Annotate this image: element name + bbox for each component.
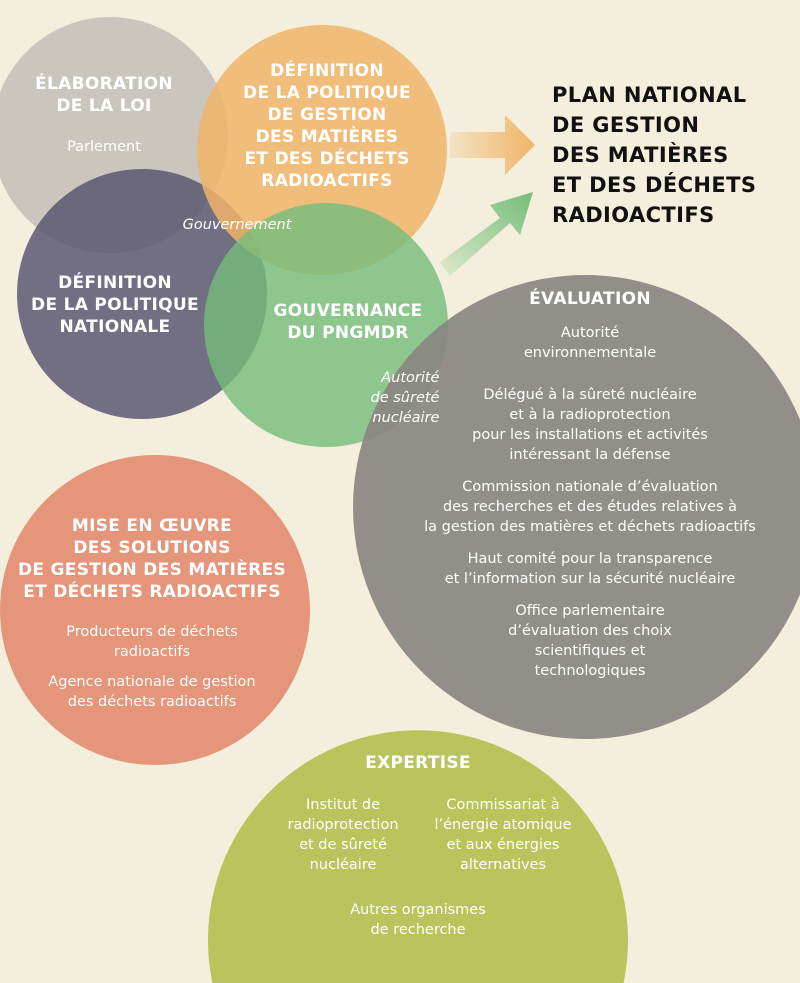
- line: environnementale: [523, 345, 657, 361]
- line: Autres organismes: [350, 902, 486, 918]
- line: ET DES DÉCHETS: [244, 149, 410, 169]
- line: Institut de: [305, 797, 381, 813]
- line: des déchets radioactifs: [67, 694, 237, 710]
- mise-en-oeuvre-actors: Producteurs de déchets radioactifs Agenc…: [48, 622, 255, 712]
- gouvernement-label: Gouvernement: [182, 217, 292, 233]
- line: GOUVERNANCE: [273, 301, 423, 321]
- evaluation-actor: Autorité environnementale: [424, 323, 756, 363]
- expertise-actor: Commissariat à l’énergie atomique et aux…: [434, 795, 571, 875]
- evaluation-actor: Commission nationale d’évaluation des re…: [424, 477, 756, 537]
- mise-en-oeuvre-heading: MISE EN ŒUVRE DES SOLUTIONS DE GESTION D…: [18, 515, 286, 603]
- line: DES MATIÈRES: [255, 127, 399, 147]
- line: intéressant la défense: [509, 447, 671, 463]
- line: scientifiques et: [534, 643, 646, 659]
- line: DE GESTION: [267, 105, 387, 125]
- line: technologiques: [534, 663, 646, 679]
- line: radioprotection: [287, 817, 399, 833]
- title-line: ET DES DÉCHETS: [552, 173, 757, 197]
- line: Autorité: [381, 370, 440, 386]
- title-line: DE GESTION: [552, 113, 700, 137]
- circle-nationale: [17, 169, 267, 419]
- line: l’énergie atomique: [434, 817, 572, 833]
- line: Délégué à la sûreté nucléaire: [483, 387, 697, 403]
- line: DE GESTION DES MATIÈRES: [18, 560, 286, 580]
- gouvernance-actor: Autorité de sûreté nucléaire: [371, 368, 440, 428]
- line: d’évaluation des choix: [508, 623, 672, 639]
- line: alternatives: [459, 857, 547, 873]
- nationale-heading: DÉFINITION DE LA POLITIQUE NATIONALE: [31, 272, 199, 338]
- line: et l’information sur la sécurité nucléai…: [444, 571, 736, 587]
- evaluation-actor: Office parlementaire d’évaluation des ch…: [424, 601, 756, 681]
- expertise-heading: EXPERTISE: [365, 753, 471, 773]
- title-line: PLAN NATIONAL: [552, 83, 747, 107]
- evaluation-actors: Autorité environnementale Délégué à la s…: [424, 323, 756, 681]
- circle-expertise: [207, 730, 628, 983]
- arrow-orange: [450, 115, 535, 175]
- actor: Producteurs de déchets radioactifs: [48, 622, 255, 662]
- evaluation-actor: Délégué à la sûreté nucléaire et à la ra…: [424, 385, 756, 465]
- line: et aux énergies: [446, 837, 560, 853]
- line: de recherche: [370, 922, 466, 938]
- line: nucléaire: [372, 410, 440, 426]
- expertise-actor: Autres organismes de recherche: [350, 900, 486, 940]
- line: DÉFINITION: [58, 273, 172, 293]
- line: pour les installations et activités: [472, 427, 708, 443]
- title-line: DES MATIÈRES: [552, 143, 729, 167]
- circle-mise-en-oeuvre: [0, 455, 310, 765]
- line: Haut comité pour la transparence: [467, 551, 713, 567]
- line: DE LA POLITIQUE: [243, 83, 411, 103]
- line: et à la radioprotection: [509, 407, 671, 423]
- evaluation-heading: ÉVALUATION: [529, 289, 651, 309]
- line: des recherches et des études relatives à: [442, 499, 738, 515]
- circle-evaluation: [353, 275, 800, 740]
- line: Commission nationale d’évaluation: [462, 479, 718, 495]
- line: MISE EN ŒUVRE: [71, 516, 233, 536]
- line: DE LA POLITIQUE: [31, 295, 199, 315]
- line: ÉLABORATION: [35, 74, 173, 94]
- line: DÉFINITION: [270, 61, 384, 81]
- line: et de sûreté: [299, 837, 387, 853]
- expertise-actor: Institut de radioprotection et de sûreté…: [287, 795, 398, 875]
- line: nucléaire: [309, 857, 377, 873]
- loi-actor: Parlement: [67, 139, 141, 155]
- circle-gouvernance: [204, 203, 448, 447]
- plan-title: PLAN NATIONAL DE GESTION DES MATIÈRES ET…: [552, 80, 756, 230]
- line: radioactifs: [113, 644, 191, 660]
- gestion-heading: DÉFINITION DE LA POLITIQUE DE GESTION DE…: [243, 60, 411, 192]
- circle-gestion: [197, 25, 447, 275]
- loi-heading: ÉLABORATION DE LA LOI: [35, 73, 173, 117]
- line: Producteurs de déchets: [66, 624, 238, 640]
- line: RADIOACTIFS: [261, 171, 393, 191]
- line: Autorité: [560, 325, 620, 341]
- line: DES SOLUTIONS: [73, 538, 231, 558]
- line: la gestion des matières et déchets radio…: [424, 519, 756, 535]
- title-line: RADIOACTIFS: [552, 203, 715, 227]
- line: Agence nationale de gestion: [48, 674, 256, 690]
- line: DE LA LOI: [56, 96, 152, 116]
- gouvernance-heading: GOUVERNANCE DU PNGMDR: [273, 300, 422, 344]
- line: Office parlementaire: [515, 603, 665, 619]
- actor: Agence nationale de gestion des déchets …: [48, 672, 255, 712]
- line: DU PNGMDR: [287, 323, 409, 343]
- line: Commissariat à: [446, 797, 560, 813]
- evaluation-actor: Haut comité pour la transparence et l’in…: [424, 549, 756, 589]
- line: de sûreté: [370, 390, 440, 406]
- line: NATIONALE: [59, 317, 171, 337]
- arrow-green: [440, 192, 533, 276]
- line: ET DÉCHETS RADIOACTIFS: [23, 582, 281, 602]
